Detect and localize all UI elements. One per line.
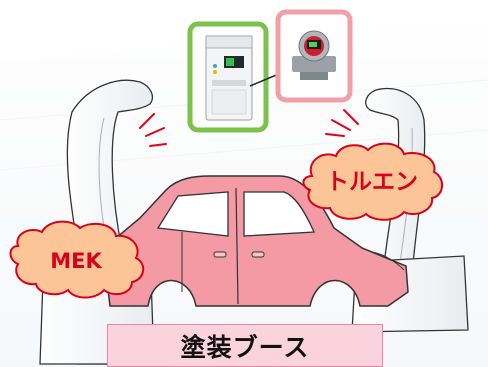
right-spray-alert-icon <box>325 109 359 137</box>
gas-sensor-detector <box>275 9 353 103</box>
toluene-vapor-cloud: トルエン <box>302 142 443 221</box>
car-body <box>105 175 409 307</box>
mek-vapor-cloud: MEK <box>9 220 145 299</box>
gas-alarm-controller <box>187 21 269 133</box>
left-spray-alert-icon <box>139 113 167 147</box>
painting-booth-label: 塗装ブース <box>107 324 383 367</box>
mek-label: MEK <box>50 249 102 273</box>
toluene-label: トルエン <box>326 169 418 195</box>
